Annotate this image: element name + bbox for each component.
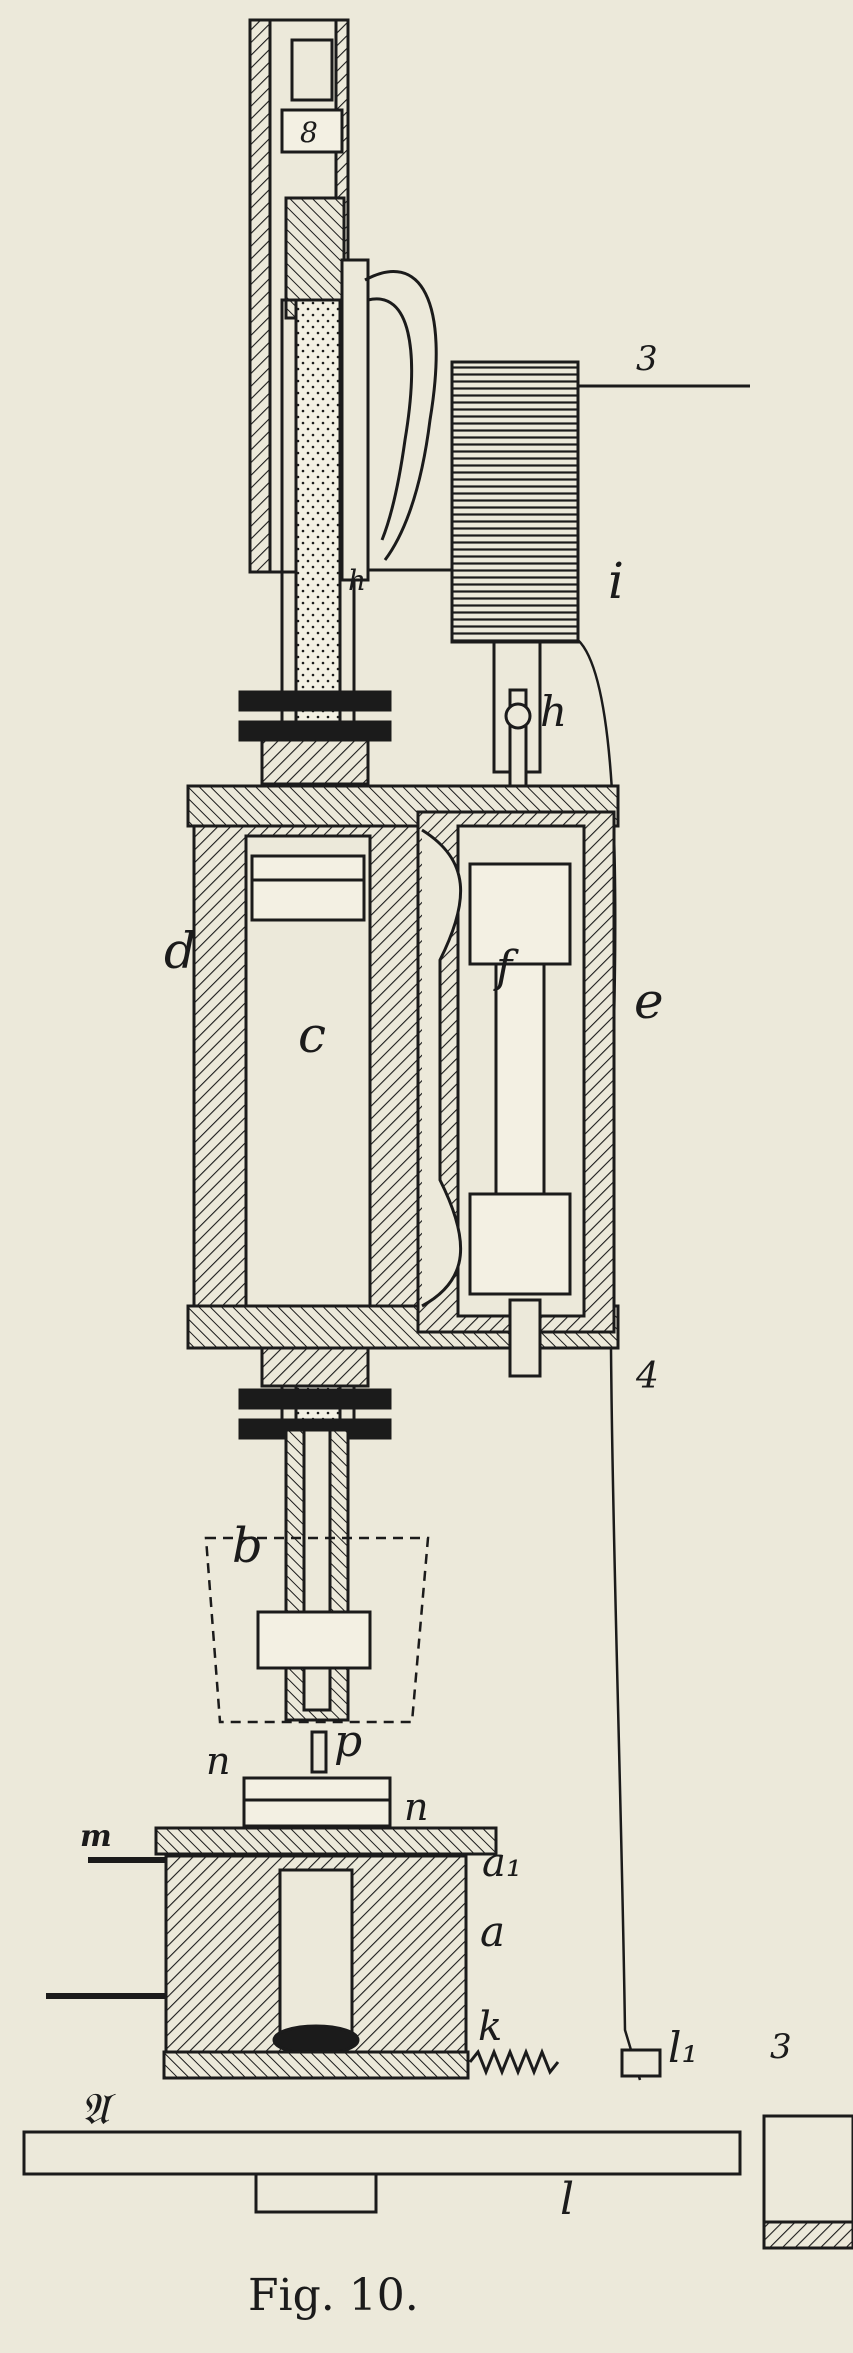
label-c: c <box>298 1006 326 1064</box>
label-n-right: n <box>404 1785 428 1829</box>
flange-top-1 <box>238 690 392 712</box>
top-plate-m <box>154 1826 498 1856</box>
mold-base <box>162 2050 470 2080</box>
label-m: m <box>80 1819 112 1854</box>
label-a: a <box>480 1907 505 1956</box>
label-n-left: n <box>206 1739 230 1783</box>
gland-upper <box>284 196 346 320</box>
plate-n <box>242 1776 392 1828</box>
flange-low-neck <box>260 1346 370 1388</box>
flange-top-2 <box>238 720 392 742</box>
label-h-upper: h <box>348 564 366 597</box>
top-slot <box>290 38 334 102</box>
spring-k <box>468 2047 560 2077</box>
pin-p <box>310 1730 328 1774</box>
flange-low-1 <box>238 1388 392 1410</box>
label-wire-4: 4 <box>635 1356 659 1397</box>
label-b: b <box>232 1518 263 1574</box>
label-wire-3-top: 3 <box>636 339 658 379</box>
label-A: 𝔄 <box>80 2084 116 2135</box>
mold-charge <box>272 2024 360 2056</box>
label-k: k <box>478 2004 502 2050</box>
base-nut <box>254 2172 378 2214</box>
label-h-lower: h <box>540 687 567 736</box>
valve-spool-f <box>494 962 546 1196</box>
mold-cavity <box>278 1868 354 2048</box>
label-l1: l₁ <box>668 2023 698 2072</box>
label-l: l <box>560 2174 574 2225</box>
side-bracket <box>340 258 370 582</box>
top-box-char: 8 <box>300 116 318 149</box>
top-cap-box <box>280 108 344 154</box>
flange-neck <box>260 738 370 786</box>
terminal-l1 <box>620 2048 662 2078</box>
passage-upper <box>421 828 463 1308</box>
valve-head-upper <box>468 862 572 966</box>
block-b-collar <box>256 1610 372 1670</box>
label-e: e <box>634 972 664 1030</box>
coil-i <box>450 360 580 644</box>
label-p: p <box>334 1716 362 1767</box>
label-i: i <box>608 552 624 610</box>
wire-loop <box>364 270 438 561</box>
valve-head-lower <box>468 1192 572 1296</box>
valve-stub <box>508 1298 542 1378</box>
label-d: d <box>164 922 196 980</box>
base-plate-l <box>22 2130 742 2176</box>
piston-upper <box>250 854 366 922</box>
joint-h <box>504 702 532 730</box>
label-wire-3-bottom: 3 <box>770 2027 792 2067</box>
figure-caption: Fig. 10. <box>248 2270 419 2321</box>
wire-loop-inner <box>367 297 414 541</box>
label-a1: a₁ <box>482 1840 522 1886</box>
right-fragment-bar <box>762 2220 853 2250</box>
